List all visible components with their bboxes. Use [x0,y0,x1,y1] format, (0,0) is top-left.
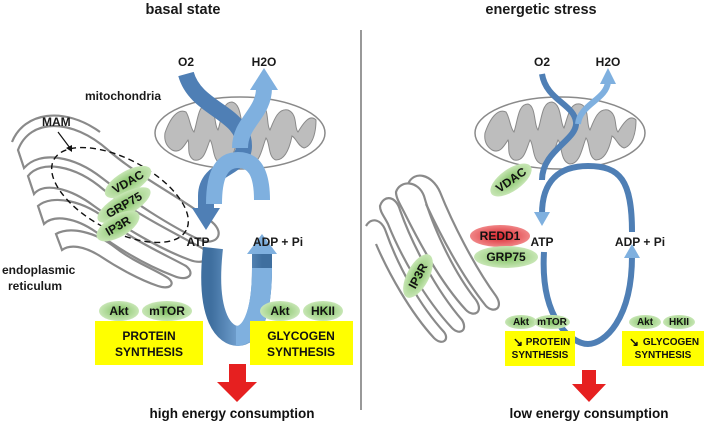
svg-text:PROTEIN: PROTEIN [526,337,570,348]
mam-label: MAM [42,115,71,129]
er-label-line2: reticulum [8,279,62,293]
svg-text:GLYCOGEN: GLYCOGEN [643,337,699,348]
svg-text:Akt: Akt [513,317,530,328]
o2-label-right: O2 [534,55,550,69]
o2-label-left: O2 [178,55,194,69]
h2o-label-left: H2O [252,55,277,69]
protein-synthesis-box-right: ↘ PROTEIN SYNTHESIS [505,331,575,366]
protein-mtor: mTOR [142,301,192,321]
atp-label-right: ATP [530,235,553,249]
svg-text:mTOR: mTOR [149,304,185,318]
protein-redd1: REDD1 [470,225,530,247]
adp-label-right: ADP + Pi [615,235,665,249]
svg-text:PROTEIN: PROTEIN [122,329,175,343]
energy-down-arrow-right [572,370,606,402]
svg-text:GLYCOGEN: GLYCOGEN [267,329,335,343]
atp-cycle-arrows-right [534,68,640,348]
svg-text:SYNTHESIS: SYNTHESIS [267,345,335,359]
svg-text:mTOR: mTOR [537,317,568,328]
svg-text:↘: ↘ [513,335,523,349]
svg-text:HKII: HKII [311,304,335,318]
protein-mtor-right: mTOR [534,315,570,329]
svg-text:SYNTHESIS: SYNTHESIS [512,350,569,361]
protein-akt-right-2: Akt [629,315,661,329]
mitochondria-label: mitochondria [85,89,161,103]
svg-text:GRP75: GRP75 [486,250,526,264]
svg-text:SYNTHESIS: SYNTHESIS [115,345,183,359]
glycogen-synthesis-box-right: ↘ GLYCOGEN SYNTHESIS [622,331,704,366]
svg-text:↘: ↘ [629,335,639,349]
protein-synthesis-box: PROTEIN SYNTHESIS [95,321,203,365]
mitochondrion-right [474,96,646,170]
protein-akt-right-1: Akt [505,315,537,329]
atp-cycle-arrows [178,68,278,347]
protein-grp75-right: GRP75 [474,246,538,268]
left-panel: basal state mitochondria MAM VDAC GRP75 [2,2,353,421]
svg-text:Akt: Akt [109,304,128,318]
right-panel: energetic stress VDAC IP3R REDD1 [365,2,704,421]
protein-hkii: HKII [303,301,343,321]
atp-label-left: ATP [186,235,209,249]
h2o-label-right: H2O [596,55,621,69]
glycogen-synthesis-box: GLYCOGEN SYNTHESIS [250,321,353,365]
mam-region [50,146,190,244]
left-footer: high energy consumption [149,406,314,421]
protein-hkii-right: HKII [663,315,695,329]
svg-text:Akt: Akt [270,304,289,318]
adp-label-left: ADP + Pi [253,235,303,249]
svg-text:SYNTHESIS: SYNTHESIS [635,350,692,361]
protein-akt-1: Akt [99,301,139,321]
left-title: basal state [146,2,221,18]
right-footer: low energy consumption [509,406,668,421]
svg-text:REDD1: REDD1 [480,229,521,243]
protein-akt-2: Akt [260,301,300,321]
svg-text:HKII: HKII [669,317,689,328]
er-label-line1: endoplasmic [2,263,76,277]
svg-text:Akt: Akt [637,317,654,328]
right-title: energetic stress [485,2,596,18]
energy-down-arrow-left [217,364,257,402]
